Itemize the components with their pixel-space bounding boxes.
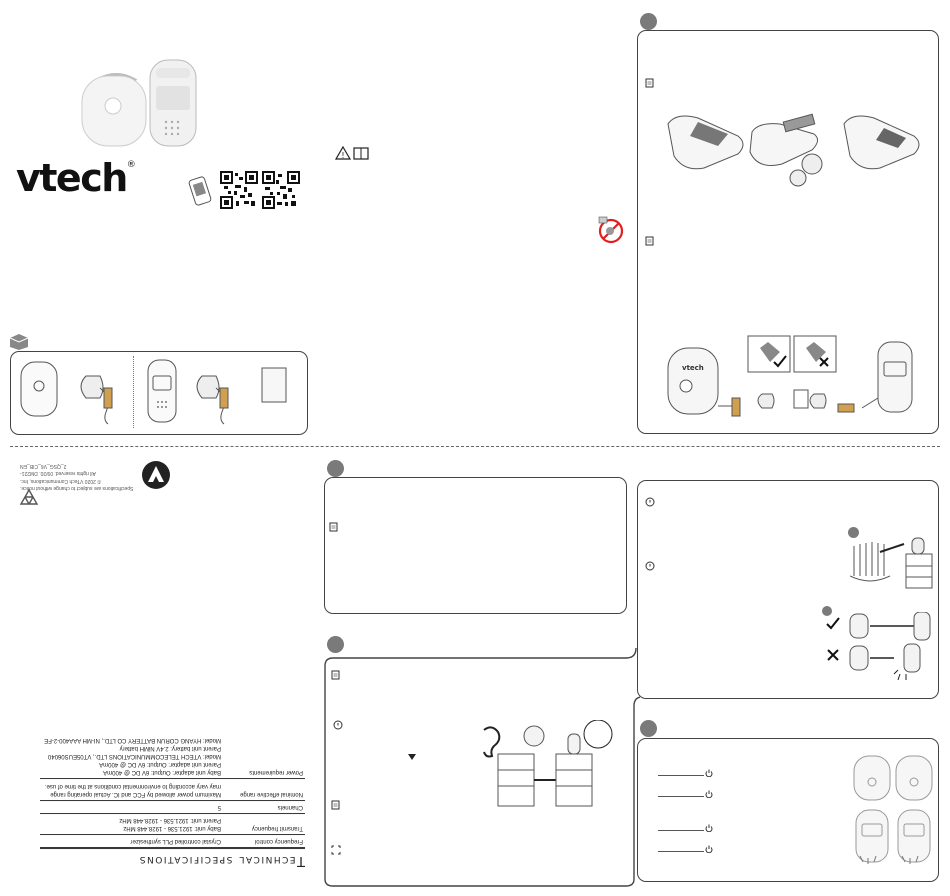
battery-install-illustration (667, 113, 920, 187)
note-page-icon (331, 670, 340, 680)
spec-key: Transmit frequency (223, 813, 305, 835)
step-badge (327, 460, 344, 477)
note-page-icon (645, 236, 654, 246)
legal-line: © 2020 VTech Communications, Inc. (20, 477, 101, 484)
spec-value: Baby unit adapter: Output: 6V DC @ 400mA… (40, 734, 223, 779)
range-check-illustration (826, 612, 931, 681)
legal-line: Specifications are subject to change wit… (20, 485, 134, 491)
parent-unit-adapter-battery-illustration (147, 359, 287, 425)
note-page-icon (645, 78, 654, 88)
spec-key: Channels (223, 800, 305, 814)
spec-value: Crystal controlled PLL synthesizer (40, 834, 223, 848)
warning-manual-icon: ! (335, 145, 369, 160)
phone-icon (188, 176, 212, 206)
step-box-outline (324, 647, 640, 887)
spec-value: 5 (40, 800, 223, 814)
blank-line (658, 796, 704, 797)
sub-step-badge (848, 527, 859, 538)
power-icon (705, 845, 713, 853)
blank-line (658, 851, 704, 852)
placement-distance-illustration (483, 720, 613, 807)
spec-key: Frequency control (223, 834, 305, 848)
crib-placement-illustration (850, 537, 933, 589)
do-not-swallow-icon (598, 216, 624, 244)
note-page-icon (331, 800, 340, 810)
info-circle-icon (333, 720, 343, 730)
qr-code-icon (262, 171, 300, 209)
power-icon (705, 790, 713, 798)
info-circle-icon (645, 561, 655, 571)
step-badge (640, 720, 657, 737)
down-triangle-icon (408, 754, 416, 760)
note-page-icon (329, 522, 338, 532)
power-icon (705, 769, 713, 777)
spec-key: Power requirements (223, 734, 305, 779)
baby-unit-and-adapter-illustration (20, 361, 113, 425)
blank-line (658, 775, 704, 776)
recycle-icon (19, 488, 39, 505)
info-circle-icon (645, 497, 655, 507)
step-badge (327, 636, 344, 653)
expand-icon (331, 845, 341, 855)
legal-notice: Specifications are subject to change wit… (20, 462, 140, 491)
power-connection-illustration: vtech (667, 335, 913, 417)
power-on-box (637, 738, 939, 882)
step-badge (640, 13, 657, 30)
specs-title: Technical specifications (40, 848, 305, 869)
svg-text:vtech: vtech (682, 364, 704, 372)
box-icon (9, 334, 29, 350)
units-power-on-illustration (853, 755, 933, 864)
spec-value: Maximum power allowed by FCC and IC. Act… (40, 778, 223, 801)
qr-code-icon (220, 171, 258, 209)
step-box (324, 477, 627, 614)
rechargeable-battery-recycling-icon (142, 461, 170, 489)
sub-step-badge (822, 606, 832, 616)
technical-specifications: Technical specifications Frequency contr… (40, 734, 305, 869)
fold-line (10, 446, 940, 447)
placement-box (637, 480, 939, 699)
contents-divider (133, 356, 134, 428)
svg-text:!: ! (341, 151, 344, 160)
power-icon (705, 824, 713, 832)
spec-value: Baby unit: 1921.536 - 1928.448 MHz Paren… (40, 813, 223, 835)
legal-line: All rights reserved. 09/20. DM221-2_QSG_… (20, 463, 96, 477)
spec-key: Nominal effective range (223, 778, 305, 801)
vtech-logo: vtech® (16, 156, 136, 200)
blank-line (658, 830, 704, 831)
product-photo (81, 59, 197, 147)
